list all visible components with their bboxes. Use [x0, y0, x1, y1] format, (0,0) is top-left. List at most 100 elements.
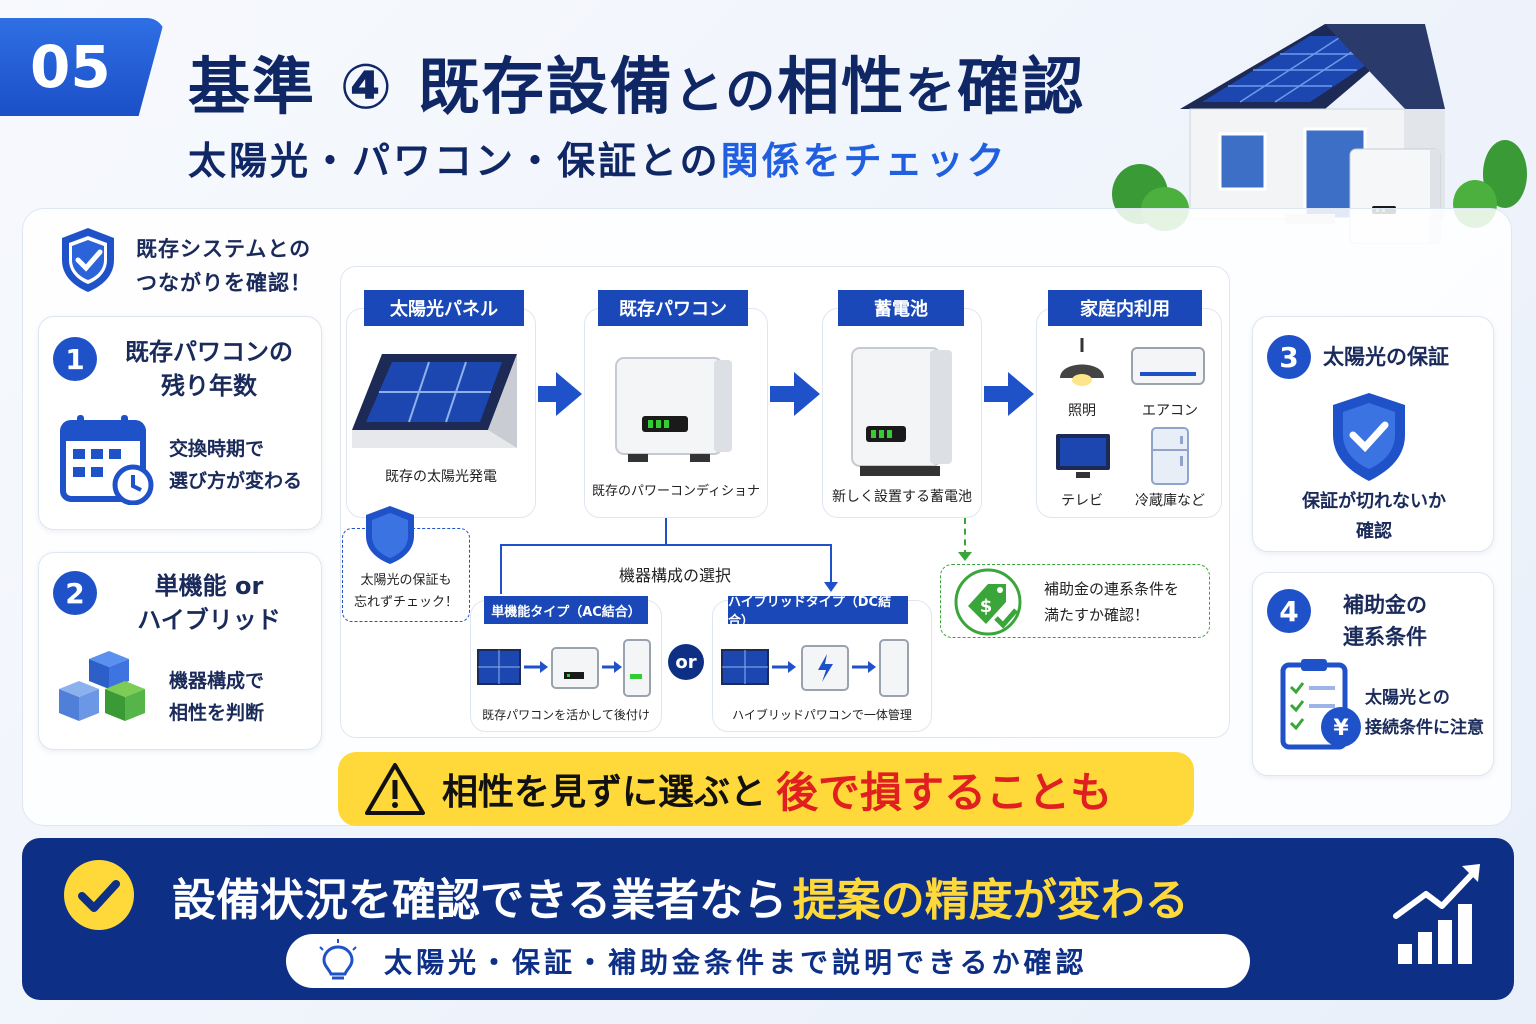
card-title: 太陽光の保証 — [1323, 345, 1449, 369]
connector-line — [830, 544, 832, 584]
growth-chart-icon — [1393, 864, 1480, 964]
flow-step-label: 家庭内利用 — [1048, 290, 1202, 326]
card-desc-line: 機器構成で — [169, 670, 265, 692]
calendar-clock-icon — [60, 415, 154, 505]
card-description: 保証が切れないか 確認 — [1253, 487, 1495, 547]
intro-line: つながりを確認！ — [136, 271, 312, 295]
flow-arrow-head — [556, 372, 582, 416]
title-part: 基準 — [188, 50, 317, 123]
card-title-line: ハイブリッド — [137, 606, 281, 634]
connector-line — [500, 544, 832, 546]
criteria-card-1: 1 既存パワコンの 残り年数 交換時期で 選び方が変わる — [38, 316, 322, 530]
flow-step-home — [1036, 308, 1222, 518]
warning-text: 相性を見ずに選ぶと — [442, 772, 767, 813]
flow-step-label: 太陽光パネル — [364, 290, 524, 326]
appliance-label: エアコン — [1142, 403, 1198, 419]
connector-arrow-head — [824, 582, 838, 592]
title-part: を — [905, 62, 958, 120]
number-badge: 2 — [53, 571, 97, 615]
card-title: 単機能 or ハイブリッド — [109, 569, 309, 637]
card-title: 補助金の 連系条件 — [1325, 589, 1445, 653]
flow-step-caption: 既存のパワーコンディショナ — [591, 484, 761, 499]
title-part: 確認 — [957, 50, 1086, 123]
conclusion-subtext: 太陽光・保証・補助金条件まで説明できるか確認 — [384, 946, 1088, 979]
choice-label: 機器構成の選択 — [618, 566, 731, 585]
warranty-note-text: 太陽光の保証も 忘れずチェック！ — [342, 570, 470, 614]
subtitle-highlight: 関係をチェック — [720, 139, 1008, 183]
or-badge: or — [668, 644, 704, 680]
svg-text:$: $ — [980, 596, 993, 617]
section-number: 05 — [30, 33, 111, 101]
subsidy-connector — [964, 518, 966, 556]
subtitle-part: 太陽光・パワコン・保証との — [188, 139, 721, 183]
criteria-card-2: 2 単機能 or ハイブリッド 機器構成で 相性を判断 — [38, 552, 322, 750]
card-desc-line: 保証が切れないか — [1302, 491, 1446, 512]
card-title-line: 単機能 or — [154, 572, 264, 600]
connector-line — [665, 518, 667, 546]
appliance-label: 冷蔵庫など — [1135, 493, 1205, 509]
flow-arrow-head — [794, 372, 820, 416]
shield-icon — [366, 506, 414, 564]
house-illustration — [1112, 24, 1527, 244]
note-line: 太陽光の保証も — [360, 573, 452, 588]
page-subtitle: 太陽光・パワコン・保証との関係をチェック — [188, 130, 1008, 185]
criteria-card-4: 4 補助金の 連系条件 ¥ 太陽光との 接続条件に注意 — [1252, 572, 1494, 776]
price-tag-check-icon: $ — [954, 568, 1022, 636]
single-function-diagram — [477, 639, 651, 697]
page-title: 基準 ④ 既存設備との相性を確認 — [188, 36, 1085, 126]
conclusion-highlight: 提案の精度が変わる — [792, 875, 1189, 926]
option-label: 単機能タイプ（AC結合） — [484, 596, 648, 624]
warning-icon — [365, 763, 425, 815]
flow-arrow — [984, 386, 1008, 402]
refrigerator-icon — [1151, 427, 1189, 485]
shield-check-icon — [1333, 393, 1405, 481]
number-badge: 3 — [1267, 335, 1311, 379]
flow-step-label: 既存パワコン — [598, 290, 748, 326]
warning-highlight: 後で損することも — [776, 767, 1113, 817]
flow-step-label: 蓄電池 — [838, 290, 964, 326]
card-title-line: 既存パワコンの — [125, 338, 293, 366]
title-part: 既存設備 — [417, 50, 674, 123]
note-line: 満たすか確認！ — [1044, 606, 1150, 624]
number-badge: 4 — [1267, 589, 1311, 633]
card-desc-line: 太陽光との — [1365, 688, 1450, 708]
subsidy-note-text: 補助金の連系条件を 満たすか確認！ — [1044, 576, 1179, 628]
intro-line: 既存システムとの — [136, 237, 312, 261]
shield-check-icon — [62, 228, 114, 292]
solar-panel-icon — [352, 354, 517, 448]
flow-step-caption: 既存の太陽光発電 — [385, 469, 497, 485]
card-title-line: 残り年数 — [161, 372, 257, 400]
card-title: 既存パワコンの 残り年数 — [119, 335, 299, 403]
card-description: 交換時期で 選び方が変わる — [169, 433, 302, 497]
inverter-icon — [615, 357, 732, 462]
conclusion-subbar: 太陽光・保証・補助金条件まで説明できるか確認 — [286, 934, 1250, 988]
appliance-label: 照明 — [1068, 403, 1096, 419]
clipboard-yen-icon: ¥ — [1280, 659, 1361, 750]
card-desc-line: 相性を判断 — [169, 702, 265, 724]
number-badge: 1 — [53, 337, 97, 381]
title-circle-number: ④ — [339, 50, 395, 123]
title-part: 相性 — [777, 50, 906, 123]
criteria-card-3: 3 太陽光の保証 保証が切れないか 確認 — [1252, 316, 1494, 552]
conclusion-text: 設備状況を確認できる業者なら 提案の精度が変わる — [172, 864, 1189, 928]
check-circle-icon — [64, 860, 134, 930]
card-desc-line: 接続条件に注意 — [1365, 718, 1484, 738]
lightbulb-icon — [319, 939, 357, 980]
title-part: との — [673, 62, 778, 120]
card-desc-line: 交換時期で — [169, 438, 265, 460]
light-icon — [1060, 338, 1104, 386]
flow-arrow-head — [1008, 372, 1034, 416]
option-caption: 既存パワコンを活かして後付け — [482, 708, 650, 722]
flow-arrow — [538, 386, 556, 402]
appliance-label: テレビ — [1061, 493, 1103, 509]
card-title-line: 補助金の — [1343, 593, 1427, 617]
cubes-icon — [59, 651, 145, 721]
svg-text:¥: ¥ — [1333, 716, 1349, 741]
warning-banner: 相性を見ずに選ぶと 後で損することも — [338, 752, 1194, 826]
card-description: 太陽光との 接続条件に注意 — [1365, 683, 1484, 743]
note-line: 補助金の連系条件を — [1044, 580, 1180, 598]
card-title-line: 連系条件 — [1343, 625, 1427, 649]
subsidy-connector-head — [958, 552, 972, 561]
flow-step-caption: 新しく設置する蓄電池 — [832, 489, 972, 505]
battery-icon — [851, 347, 952, 476]
